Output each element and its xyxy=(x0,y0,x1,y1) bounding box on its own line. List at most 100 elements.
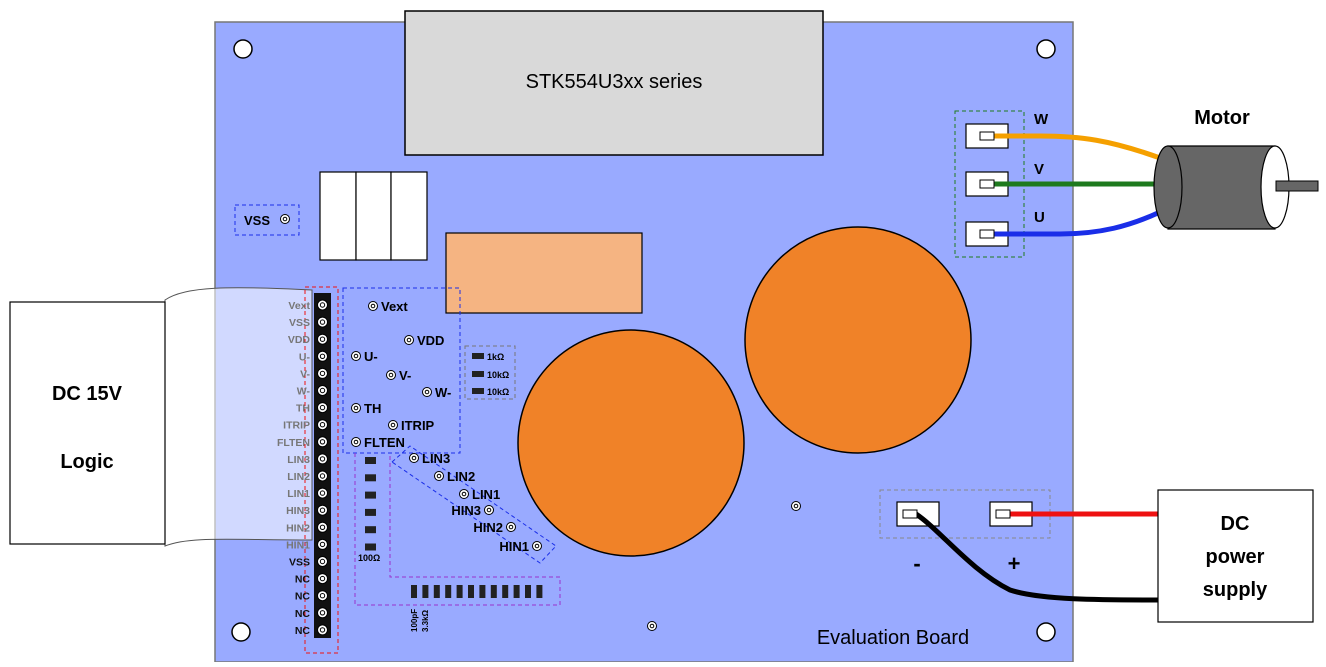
testpoint-itrip: ITRIP xyxy=(388,418,435,433)
header-pin: TH xyxy=(296,402,328,415)
header-pin: U- xyxy=(299,350,328,363)
header-pin: VSS xyxy=(289,556,328,569)
testpoint-vdd: VDD xyxy=(404,333,444,348)
header-pin-label: NC xyxy=(295,591,311,603)
header-pin-label: LIN2 xyxy=(287,471,310,483)
smd-capacitor xyxy=(445,585,452,598)
header-pin: VSS xyxy=(289,316,328,329)
header-pin: FLTEN xyxy=(277,436,328,449)
smd-capacitor xyxy=(468,585,474,598)
testpoint-icon xyxy=(386,370,396,380)
filter-parts-box xyxy=(354,453,561,606)
smd-capacitor xyxy=(502,585,509,598)
testpoint-icon xyxy=(459,489,469,499)
testpoint-icon xyxy=(791,501,801,511)
resistor-block: 1kΩ 10kΩ 10kΩ xyxy=(472,352,509,397)
polarity-minus: - xyxy=(913,551,920,576)
resistor-column xyxy=(365,457,376,551)
testpoint-label: LIN2 xyxy=(447,469,475,484)
header-pin-label: LIN1 xyxy=(287,488,310,500)
testpoint-label: V- xyxy=(399,368,411,383)
header-pin-label: U- xyxy=(299,351,311,363)
testpoint-icon xyxy=(404,335,414,345)
smd-resistor xyxy=(365,491,376,499)
header-pin-label: FLTEN xyxy=(277,437,310,449)
polarity-plus: + xyxy=(1008,551,1021,576)
testpoint-icon xyxy=(506,522,516,532)
power-module-label: STK554U3xx series xyxy=(526,71,703,93)
header-pin-label: HIN3 xyxy=(286,505,310,517)
header-pin: NC xyxy=(295,607,328,620)
power-supply-line2: power xyxy=(1206,546,1265,568)
test-points: VextVDDU-V-W-THITRIPFLTENLIN3LIN2LIN1HIN… xyxy=(351,299,542,554)
header-pin-label: V- xyxy=(300,368,310,380)
testpoint-icon xyxy=(422,387,432,397)
phase-label-u: U xyxy=(1034,209,1045,226)
testpoint-icon xyxy=(368,301,378,311)
testpoint-lin2: LIN2 xyxy=(434,469,475,484)
smd-resistor xyxy=(365,474,376,482)
mounting-hole xyxy=(1036,39,1056,59)
smd-resistor xyxy=(365,526,376,534)
white-components xyxy=(319,171,428,261)
smd-capacitor xyxy=(456,585,463,598)
testpoint-label: HIN1 xyxy=(499,539,529,554)
vss-testpoint-label: VSS xyxy=(244,213,270,228)
header-pin-label: VDD xyxy=(288,334,311,346)
testpoint-icon xyxy=(647,621,657,631)
mounting-holes xyxy=(231,39,1056,642)
header-pin: HIN1 xyxy=(286,538,328,551)
testpoint-hin2: HIN2 xyxy=(473,520,516,535)
header-pin: LIN1 xyxy=(287,487,328,500)
motor xyxy=(1153,145,1319,230)
testpoint-label: TH xyxy=(364,401,381,416)
testpoint-hin3: HIN3 xyxy=(451,503,494,518)
smd-capacitor xyxy=(411,585,417,598)
logic-supply-line1: DC 15V xyxy=(52,383,123,405)
testpoint-th: TH xyxy=(351,401,381,416)
testpoint-hin1: HIN1 xyxy=(499,539,542,554)
header-pin-label: ITRIP xyxy=(283,420,310,432)
header-dashed-box xyxy=(304,286,339,654)
header-pin-label: Vext xyxy=(288,300,310,312)
motor-label: Motor xyxy=(1194,107,1250,129)
mounting-hole xyxy=(233,39,253,59)
testpoint-icon xyxy=(434,471,444,481)
testpoint-label: W- xyxy=(435,385,451,400)
testpoint-label: HIN2 xyxy=(473,520,503,535)
header-pin: NC xyxy=(295,573,328,586)
header-pin-label: NC xyxy=(295,625,311,637)
smd-capacitor xyxy=(479,585,486,598)
header-pin-label: TH xyxy=(296,403,310,415)
motor-shaft xyxy=(1275,180,1319,192)
testpoint-icon xyxy=(532,541,542,551)
testpoint-label: LIN3 xyxy=(422,451,450,466)
flat-cable xyxy=(164,287,313,547)
capacitor-large-right xyxy=(744,226,972,454)
shunt-pad xyxy=(445,232,643,314)
header-pin: HIN2 xyxy=(286,521,328,534)
testpoint-label: LIN1 xyxy=(472,487,500,502)
smd-capacitor xyxy=(422,585,429,598)
smd-capacitor xyxy=(513,585,520,598)
vss-testpoint-box xyxy=(234,204,300,236)
mounting-hole xyxy=(1036,622,1056,642)
resistor-block-box xyxy=(464,345,516,400)
testpoint-icon xyxy=(351,351,361,361)
smd-capacitor xyxy=(490,585,497,598)
resistor-label-10k-b: 10kΩ xyxy=(487,387,509,397)
resistor-label-1k: 1kΩ xyxy=(487,352,504,362)
header-pin: HIN3 xyxy=(286,504,328,517)
pin-header xyxy=(314,293,331,638)
logic-supply-box xyxy=(9,301,166,545)
wire-minus xyxy=(913,511,1163,603)
smd-capacitor xyxy=(433,585,440,598)
power-module xyxy=(404,10,824,156)
cap-value-label: 100pF xyxy=(410,609,419,632)
power-supply-box xyxy=(1157,489,1314,623)
header-pin-label: VSS xyxy=(289,557,310,569)
testpoint-icon xyxy=(351,403,361,413)
testpoint-label: VDD xyxy=(417,333,444,348)
testpoint-u: U- xyxy=(351,349,378,364)
